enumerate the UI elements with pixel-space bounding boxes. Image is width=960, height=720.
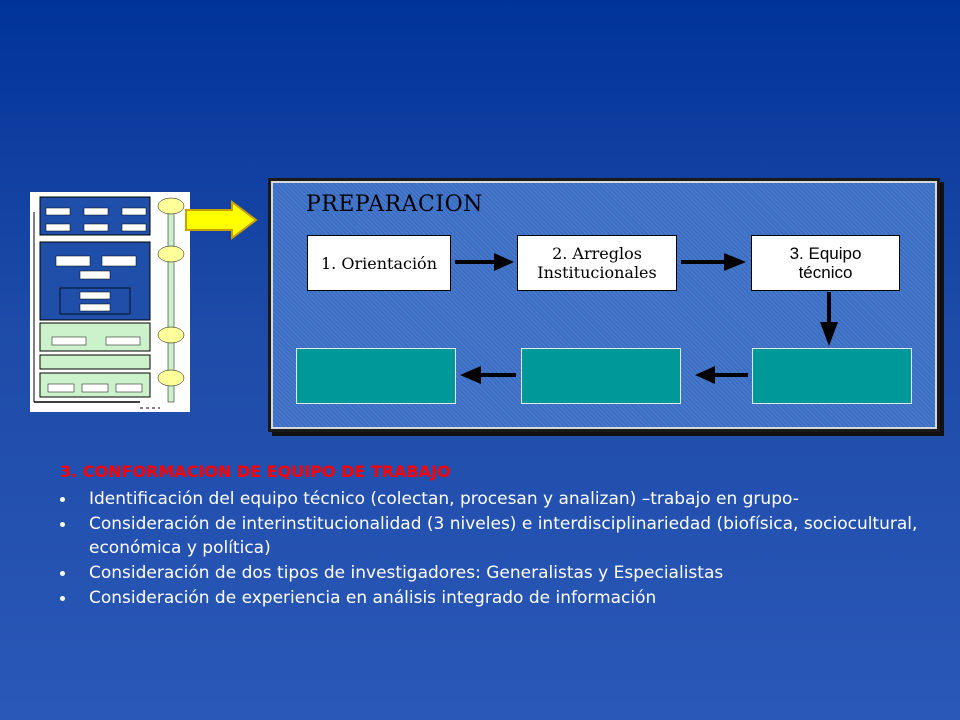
bullet-dot-icon (60, 571, 65, 576)
bullet-list: Identificación del equipo técnico (colec… (60, 487, 920, 611)
step-equipo-tecnico: 3. Equipo técnico (751, 235, 900, 291)
bullet-dot-icon (60, 522, 65, 527)
bullet-item: Consideración de interinstitucionalidad … (60, 512, 920, 560)
step-label-line1: 2. Arreglos (552, 244, 642, 263)
step-label-line2: técnico (798, 263, 853, 282)
empty-step-box (521, 348, 681, 404)
yellow-right-arrow-icon (185, 200, 258, 240)
bullet-item: Identificación del equipo técnico (colec… (60, 487, 920, 511)
empty-step-box (296, 348, 456, 404)
step-orientation: 1. Orientación (307, 235, 451, 291)
section-title: 3. CONFORMACION DE EQUIPO DE TRABAJO (60, 462, 451, 481)
step-arreglos-institucionales: 2. Arreglos Institucionales (517, 235, 677, 291)
bullet-item: Consideración de dos tipos de investigad… (60, 561, 920, 585)
panel-title: PREPARACION (306, 192, 483, 217)
mini-flowchart-thumbnail (30, 192, 190, 412)
empty-step-box (752, 348, 912, 404)
bullet-dot-icon (60, 497, 65, 502)
bullet-dot-icon (60, 596, 65, 601)
step-label-line1: 3. Equipo (789, 244, 862, 263)
step-label-line2: Institucionales (537, 263, 657, 282)
bullet-item: Consideración de experiencia en análisis… (60, 586, 920, 610)
step-label: 1. Orientación (321, 253, 437, 273)
